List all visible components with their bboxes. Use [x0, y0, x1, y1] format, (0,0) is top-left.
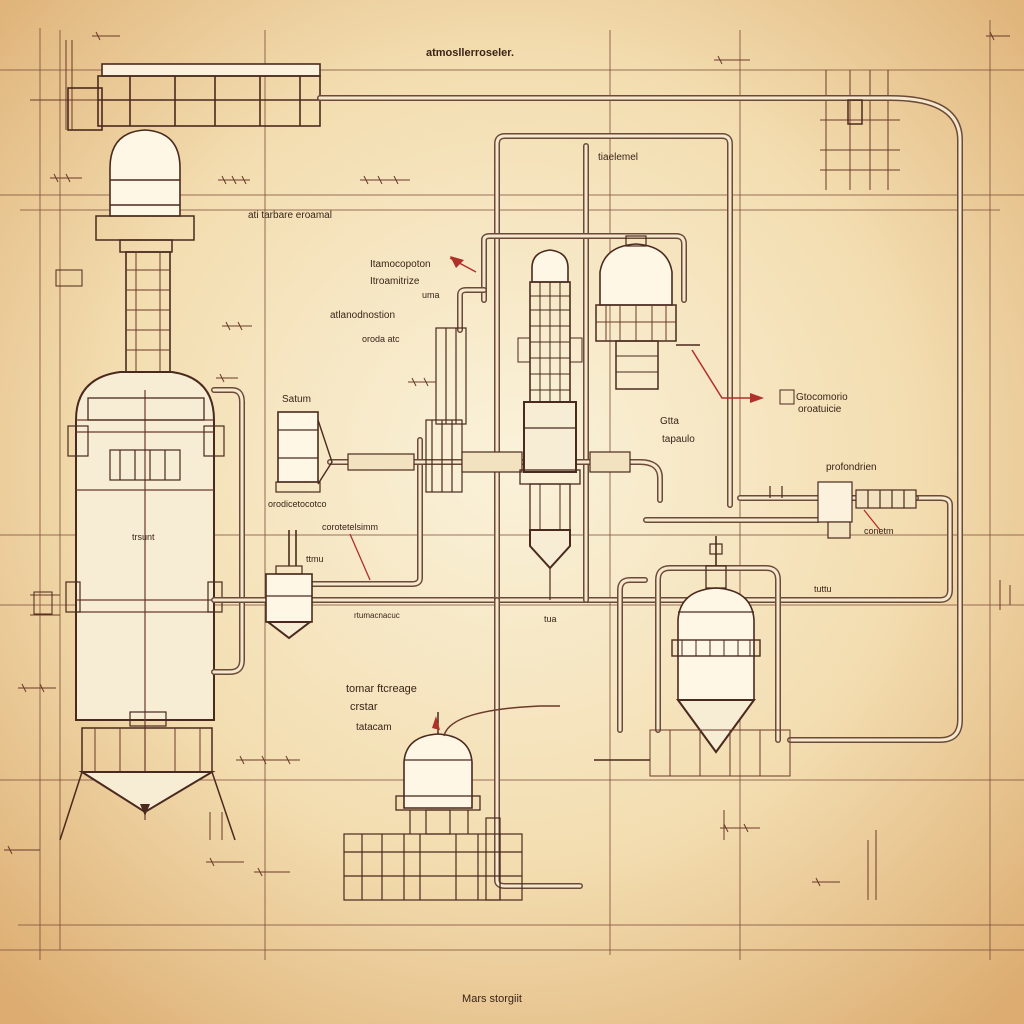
center-column	[517, 249, 583, 600]
label-comm: corotetelsimm	[322, 522, 378, 532]
label-mid-2: Itroamitrize	[370, 276, 420, 287]
label-profo: profondrien	[826, 462, 877, 473]
right-lower-vessel	[594, 536, 791, 777]
label-bottom-2: crstar	[350, 701, 378, 713]
label-mid-1: Itamocopoton	[370, 259, 431, 270]
label-gas: Gtta	[660, 416, 679, 427]
label-small-right: conetm	[864, 526, 894, 536]
label-right-2: tuttu	[814, 584, 832, 594]
mid-manifold	[327, 327, 663, 503]
label-tape: tapaulo	[662, 434, 695, 445]
label-center-low: tua	[544, 614, 557, 624]
label-bottom-3: tatacam	[356, 722, 392, 733]
label-satum: Satum	[282, 394, 311, 405]
label-mid-4: atlanodnostion	[330, 310, 395, 321]
label-top-left-1: ati tarbare eroamal	[248, 210, 332, 221]
label-mid-5: oroda atc	[362, 334, 400, 344]
left-tall-vessel	[59, 129, 236, 841]
top-right-dome-tank	[595, 235, 700, 390]
center-pipe-loops	[307, 133, 733, 889]
satum-tank	[275, 411, 333, 493]
label-bottom-1: tomar ftcreage	[346, 683, 417, 695]
label-right-top: tiaelemel	[598, 152, 638, 163]
left-pipes	[211, 387, 953, 675]
label-right-mid-2: oroatuicie	[798, 404, 842, 415]
bottom-dome-tank	[343, 705, 560, 901]
frame-ticks	[30, 40, 1011, 900]
footer-caption: Mars storgiit	[462, 993, 522, 1005]
text-labels: atmosllerroseler. ati tarbare eroamal It…	[132, 47, 894, 1005]
dimension-marks	[4, 31, 1010, 887]
label-markers	[33, 269, 795, 615]
small-pump	[265, 530, 313, 640]
label-right-mid-1: Gtocomorio	[796, 392, 848, 403]
top-gantry	[67, 63, 321, 131]
diagram-title: atmosllerroseler.	[426, 47, 514, 59]
label-left-vessel: trsunt	[132, 532, 155, 542]
right-manifold	[643, 481, 919, 539]
label-small-pump: ttmu	[306, 554, 324, 564]
label-under-satum: orodicetocotco	[268, 499, 327, 509]
label-under-pump: rtumacnacuc	[354, 611, 400, 620]
label-mid-3: uma	[422, 290, 440, 300]
leader-arrows	[349, 256, 881, 730]
top-pipe	[317, 95, 963, 743]
